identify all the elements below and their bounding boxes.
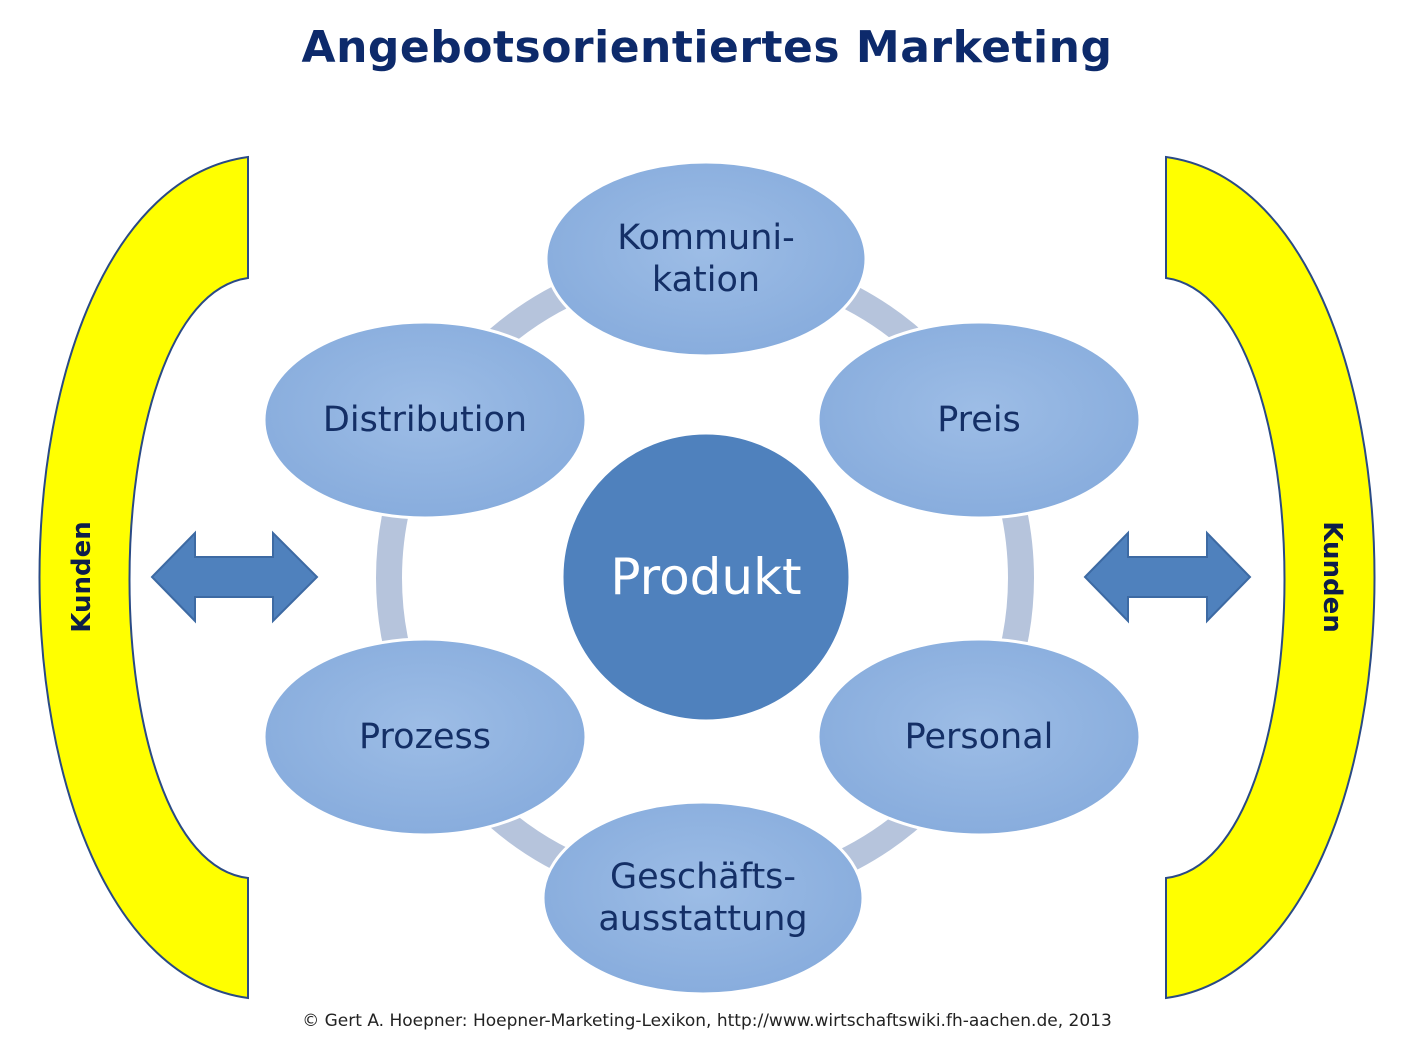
center-label: Produkt — [610, 548, 802, 606]
node-label-kommunikation: Kommuni- kation — [617, 218, 795, 300]
double-arrow-right-icon — [1083, 530, 1252, 624]
node-geschaeftsausstattung — [541, 800, 865, 996]
node-label-preis: Preis — [937, 400, 1021, 440]
customer-label-left: Kunden — [67, 521, 97, 633]
customer-bracket-left — [38, 155, 249, 1000]
node-label-distribution: Distribution — [322, 400, 528, 440]
node-distribution — [262, 320, 588, 520]
customer-label-right: Kunden — [1317, 521, 1347, 633]
node-preis — [816, 320, 1142, 520]
node-label-geschaeftsausstattung: Geschäfts- ausstattung — [598, 857, 808, 939]
node-prozess — [262, 637, 588, 837]
page-title: Angebotsorientiertes Marketing — [301, 22, 1113, 73]
node-label-prozess: Prozess — [359, 717, 491, 757]
center-circle — [560, 431, 852, 723]
node-personal — [816, 637, 1142, 837]
customer-bracket-right — [1165, 155, 1376, 1000]
double-arrow-left-icon — [150, 530, 319, 624]
copyright-footer: © Gert A. Hoepner: Hoepner-Marketing-Lex… — [302, 1011, 1112, 1031]
node-kommunikation — [544, 160, 868, 358]
node-label-personal: Personal — [904, 717, 1054, 757]
